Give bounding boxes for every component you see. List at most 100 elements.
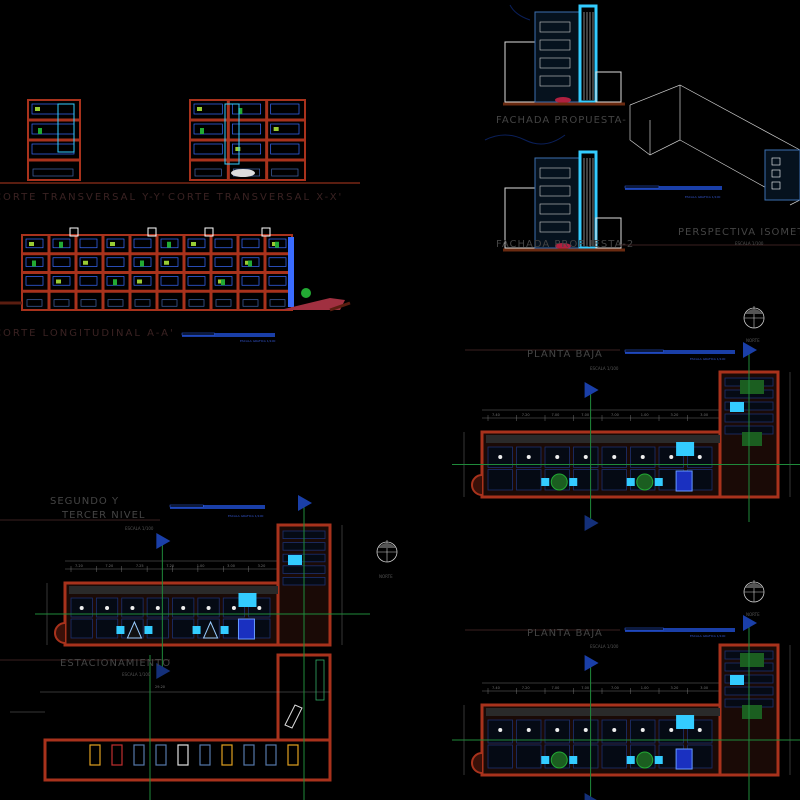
garden-icon: [636, 751, 654, 769]
window-pane: [137, 279, 142, 284]
north-arrow-head: [378, 543, 396, 548]
dimension-value: 3.00: [227, 564, 235, 568]
dimension-value: 7.00: [611, 686, 619, 690]
room-furniture: [187, 257, 206, 267]
scale-bar-segment: [624, 185, 660, 189]
title-estacionamiento: ESTACIONAMIENTO: [60, 658, 171, 669]
scale-bar-label: ESCALA GRAFICA 1/100: [690, 634, 725, 638]
window-row: [539, 57, 571, 69]
corridor-hatch: [486, 435, 720, 443]
north-label: NORTE: [379, 574, 393, 579]
ground-texture: [484, 134, 566, 145]
room-furniture: [79, 276, 98, 286]
room-furniture: [193, 103, 223, 115]
window-pane: [218, 279, 223, 284]
ground-texture: [509, 4, 531, 21]
dimension-value: 7.20: [522, 686, 530, 690]
facade-body: [534, 11, 581, 103]
title-fachada-2: FACHADA PROPUESTA-2: [496, 239, 634, 250]
parked-car: [155, 744, 167, 766]
glass-facade: [224, 103, 240, 165]
car: [188, 299, 205, 307]
pool-icon: [541, 478, 550, 486]
scale-bar-segment: [624, 349, 664, 353]
room-furniture: [268, 257, 287, 267]
column: [265, 100, 269, 180]
annex: [595, 217, 622, 249]
parked-car: [243, 744, 255, 766]
furniture-icon: [555, 455, 560, 459]
room: [172, 618, 195, 639]
car: [194, 168, 222, 177]
axis-marker-icon: [584, 515, 599, 531]
garden-patch: [740, 380, 764, 394]
dimension-value: 7.20: [522, 413, 530, 417]
window-pane: [110, 242, 115, 246]
parked-car: [284, 704, 303, 729]
corridor-hatch: [69, 586, 278, 594]
glass-facade: [57, 103, 75, 153]
window-pane: [273, 127, 279, 131]
plant: [113, 279, 117, 286]
scale-bar-segment: [181, 332, 215, 336]
title-planta-baja-1: PLANTA BAJA: [527, 349, 603, 360]
ramp-car: [280, 298, 345, 310]
scale-bar: [625, 628, 735, 632]
dimension-value: 7.40: [492, 686, 500, 690]
floor-slab: [28, 158, 80, 162]
car-icon: [555, 243, 571, 249]
car: [242, 299, 259, 307]
dimension-value: 7.25: [136, 564, 144, 568]
furniture-icon: [669, 728, 674, 732]
window: [771, 169, 781, 178]
round-end: [54, 622, 66, 644]
furniture-icon: [640, 455, 645, 459]
wing-glass: [730, 675, 744, 685]
title-corte-transversal-y: CORTE TRANSVERSAL Y-Y': [0, 192, 166, 203]
furniture-icon: [130, 606, 135, 610]
pool-icon: [569, 478, 578, 486]
column: [101, 235, 105, 310]
dimension-value: 7.00: [581, 413, 589, 417]
floor-slab: [190, 118, 305, 122]
room-furniture: [187, 276, 206, 286]
parked-car: [133, 744, 145, 766]
dimension-value: 7.00: [611, 413, 619, 417]
room-furniture: [231, 123, 262, 135]
window: [771, 181, 781, 190]
window: [771, 157, 781, 166]
scale-estacionamiento: ESCALA 1/100: [122, 672, 151, 677]
window-row: [539, 167, 571, 179]
lobby-glass: [676, 442, 695, 456]
dimension-total: 29.20: [155, 685, 165, 689]
window-pane: [191, 242, 196, 246]
pool-icon: [569, 756, 578, 764]
facade-1: [504, 41, 536, 103]
garden-patch: [740, 653, 764, 667]
furniture-icon: [612, 455, 617, 459]
plant: [140, 260, 144, 267]
floor-slab: [28, 138, 80, 142]
furniture-icon: [498, 455, 503, 459]
room-furniture: [214, 238, 233, 249]
annex: [595, 71, 622, 103]
scale-bar: [170, 505, 265, 509]
pool-icon: [541, 756, 550, 764]
room: [516, 469, 542, 491]
title-planta-baja-2: PLANTA BAJA: [527, 628, 603, 639]
pool-icon: [220, 626, 229, 634]
parked-car: [177, 744, 189, 766]
isometric-edge: [679, 139, 771, 200]
room: [95, 618, 119, 639]
water-tank: [69, 227, 79, 237]
window-pane: [35, 107, 40, 111]
furniture-icon: [498, 728, 503, 732]
furniture-icon: [526, 728, 531, 732]
room-furniture: [52, 276, 71, 286]
room-furniture: [25, 276, 44, 286]
axis-marker-icon: [156, 663, 171, 679]
parked-car: [89, 744, 101, 766]
room-furniture: [193, 123, 223, 135]
isometric-tower: [764, 149, 800, 201]
dimension-value: 7.20: [166, 564, 174, 568]
